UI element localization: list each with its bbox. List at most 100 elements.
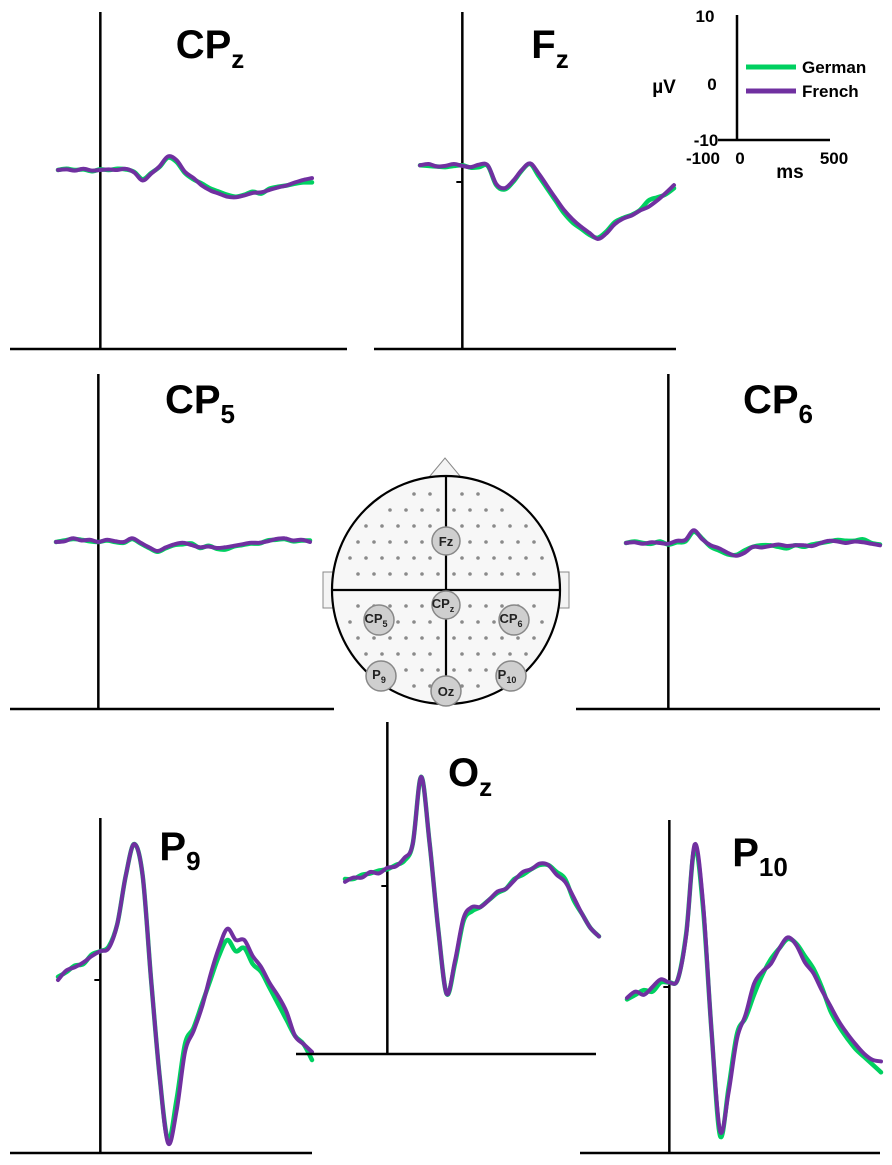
electrode-p9: P9 — [365, 660, 397, 692]
sensor-dot — [348, 620, 352, 624]
sensor-dot — [468, 604, 472, 608]
sensor-dot — [524, 524, 528, 528]
sensor-dot — [404, 508, 408, 512]
fz-series-french — [418, 161, 676, 241]
sensor-dot — [476, 556, 480, 560]
panel-cp5: CP5 — [10, 374, 334, 711]
sensor-dot — [404, 604, 408, 608]
sensor-dot — [500, 572, 504, 576]
sensor-dot — [468, 636, 472, 640]
p10-title: P10 — [732, 831, 788, 882]
sensor-dot — [476, 492, 480, 496]
sensor-dot — [436, 508, 440, 512]
p10-series-german — [624, 845, 884, 1140]
sensor-dot — [396, 652, 400, 656]
sensor-dot — [500, 636, 504, 640]
sensor-dot — [364, 524, 368, 528]
sensor-dot — [460, 620, 464, 624]
cpz-title: CPz — [176, 23, 245, 74]
sensor-dot — [372, 572, 376, 576]
cp5-title-sub: 5 — [221, 399, 235, 429]
electrode-fz-label: Fz — [439, 534, 454, 549]
cp5-title: CP5 — [165, 378, 235, 429]
fz-title-base: F — [531, 23, 555, 67]
sensor-dot — [492, 620, 496, 624]
scale-key: 10 0 -10 µV -100 0 500 ms German French — [652, 7, 866, 183]
sensor-dot — [460, 492, 464, 496]
scale-y-tick-bottom: -10 — [694, 131, 719, 150]
sensor-dot — [460, 556, 464, 560]
sensor-dot — [532, 636, 536, 640]
sensor-dot — [396, 524, 400, 528]
sensor-dot — [436, 636, 440, 640]
sensor-dot — [428, 652, 432, 656]
sensor-dot — [516, 636, 520, 640]
sensor-dot — [412, 556, 416, 560]
sensor-dot — [380, 524, 384, 528]
cp6-title-sub: 6 — [799, 399, 813, 429]
electrode-p9-marker — [365, 660, 397, 692]
sensor-dot — [388, 604, 392, 608]
sensor-dot — [404, 540, 408, 544]
p10-series-french — [625, 842, 883, 1135]
sensor-dot — [380, 652, 384, 656]
electrode-oz-label: Oz — [438, 684, 455, 699]
sensor-dot — [540, 556, 544, 560]
panel-p9: P9 — [10, 818, 315, 1155]
sensor-dot — [484, 508, 488, 512]
p9-title: P9 — [159, 825, 200, 876]
sensor-dot — [492, 652, 496, 656]
sensor-dot — [364, 652, 368, 656]
electrode-p10: P10 — [495, 660, 527, 692]
sensor-dot — [404, 572, 408, 576]
sensor-dot — [516, 540, 520, 544]
sensor-dot — [380, 556, 384, 560]
sensor-dot — [468, 668, 472, 672]
sensor-dot — [388, 540, 392, 544]
sensor-dot — [492, 556, 496, 560]
electrode-cpz-marker — [431, 590, 461, 620]
sensor-dot — [412, 652, 416, 656]
electrode-fz: Fz — [431, 526, 461, 556]
sensor-dot — [452, 636, 456, 640]
cp5-series-french — [54, 536, 312, 553]
sensor-dot — [420, 540, 424, 544]
p10-title-base: P — [732, 831, 759, 875]
p9-title-base: P — [159, 825, 186, 869]
p9-title-sub: 9 — [186, 846, 200, 876]
cp5-title-base: CP — [165, 378, 221, 422]
sensor-dot — [508, 652, 512, 656]
electrode-cpz-label: CPz — [432, 596, 455, 614]
sensor-dot — [420, 572, 424, 576]
electrode-cp5: CP5 — [363, 604, 395, 636]
sensor-dot — [364, 556, 368, 560]
oz-title-sub: z — [479, 772, 492, 802]
sensor-dot — [420, 668, 424, 672]
electrode-p10-label: P10 — [498, 667, 517, 685]
cpz-title-base: CP — [176, 23, 232, 67]
sensor-dot — [356, 572, 360, 576]
sensor-dot — [500, 508, 504, 512]
scale-x-tick-left: -100 — [686, 149, 720, 168]
panel-fz: Fz — [374, 12, 677, 351]
sensor-dot — [476, 652, 480, 656]
electrode-cpz: CPz — [431, 590, 461, 620]
sensor-dot — [524, 652, 528, 656]
sensor-dot — [404, 636, 408, 640]
sensor-dot — [412, 684, 416, 688]
sensor-dot — [356, 540, 360, 544]
legend-label-french: French — [802, 82, 859, 101]
sensor-dot — [500, 540, 504, 544]
cpz-title-sub: z — [231, 44, 244, 74]
panel-cpz: CPz — [10, 12, 347, 351]
sensor-dot — [484, 668, 488, 672]
scale-x-unit: ms — [776, 162, 803, 183]
electrode-oz: Oz — [430, 675, 462, 707]
sensor-dot — [532, 604, 536, 608]
sensor-dot — [492, 524, 496, 528]
electrode-p10-marker — [495, 660, 527, 692]
sensor-dot — [420, 508, 424, 512]
electrode-cp6: CP6 — [498, 604, 530, 636]
electrode-cp6-marker — [498, 604, 530, 636]
